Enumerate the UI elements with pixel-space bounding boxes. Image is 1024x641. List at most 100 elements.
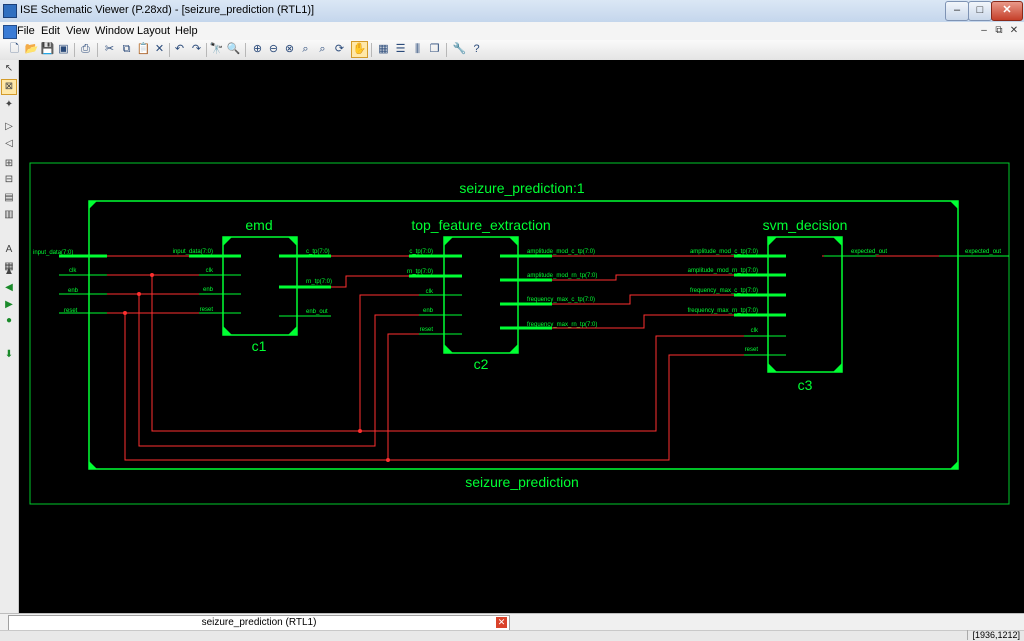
tile-icon[interactable]: ▦ — [378, 43, 389, 55]
view-object-icon[interactable]: ▥ — [4, 209, 14, 220]
tile-horizontal-icon[interactable]: ☰ — [395, 43, 406, 55]
delete-icon[interactable]: ✕ — [154, 43, 165, 55]
block-title: svm_decision — [763, 217, 848, 233]
add-pin-icon[interactable]: ⊟ — [4, 174, 14, 185]
new-icon[interactable]: 🗋 — [10, 43, 19, 55]
mdi-minimize-button[interactable]: – — [981, 25, 987, 36]
junction-dot — [137, 292, 141, 296]
block-svm-decision[interactable]: svm_decision c3 amplitude_mod_c_tp(7:0) … — [688, 217, 888, 393]
pin-label: amplitude_mod_c_tp(7:0) — [527, 249, 595, 255]
net-clk-to-c2[interactable] — [151, 275, 444, 432]
close-button[interactable]: ✕ — [991, 1, 1023, 21]
block-instance: c3 — [798, 377, 813, 393]
pin-label: amplitude_mod_c_tp(7:0) — [690, 249, 758, 255]
net-clk-to-c3[interactable] — [152, 335, 766, 432]
home-icon[interactable]: ● — [5, 315, 13, 326]
menu-edit[interactable]: Edit — [41, 25, 60, 37]
open-icon[interactable]: 📂 — [24, 43, 39, 55]
pin-label: enb_out — [306, 309, 328, 315]
net-amplitude-mod-rn-tp[interactable] — [518, 274, 766, 281]
refresh-icon[interactable]: ⟳ — [334, 43, 345, 55]
pan-icon[interactable]: ✋ — [351, 41, 368, 58]
toolbar-separator — [97, 43, 98, 57]
add-instance-icon[interactable]: ⊞ — [4, 158, 14, 169]
toolbar-separator — [371, 43, 372, 57]
toolbar-separator — [169, 43, 170, 57]
zoom-in-icon[interactable]: ⊕ — [252, 43, 263, 55]
schematic-canvas[interactable]: seizure_prediction:1 seizure_prediction … — [19, 60, 1024, 613]
menu-view[interactable]: View — [66, 25, 90, 37]
tile-vertical-icon[interactable]: ⫼ — [414, 43, 421, 55]
port-enb: enb — [68, 288, 79, 294]
save-all-icon[interactable]: ▣ — [58, 43, 69, 55]
label-icon[interactable]: A — [5, 244, 13, 255]
tools-icon[interactable]: 🔧 — [452, 43, 467, 55]
undo-icon[interactable]: ↶ — [174, 43, 185, 55]
toolbar-separator — [74, 43, 75, 57]
forward-icon[interactable]: ▶ — [5, 299, 13, 310]
frame-corner — [950, 461, 958, 469]
cut-icon[interactable]: ✂ — [104, 43, 115, 55]
export-icon[interactable]: ⬇ — [4, 349, 14, 360]
pin-label: frequency_max_c_tp(7:0) — [690, 288, 758, 294]
pin-label: reset — [200, 307, 214, 313]
menu-layout[interactable]: Layout — [137, 25, 171, 37]
mdi-restore-button[interactable]: ⧉ — [995, 25, 1003, 36]
pin-label: enb — [423, 308, 434, 314]
block-corner — [768, 237, 777, 246]
block-corner — [444, 344, 453, 353]
property-icon[interactable]: ▦ — [4, 261, 14, 272]
move-up-icon[interactable]: ▲ — [4, 266, 14, 277]
block-emd[interactable]: emd c1 input_data(7:0) clk enb reset c_t… — [173, 217, 332, 354]
maximize-button[interactable]: □ — [968, 1, 992, 21]
document-tab[interactable]: seizure_prediction (RTL1) ✕ — [8, 615, 510, 631]
block-top-feature-extraction[interactable]: top_feature_extraction c2 c_tp(7:0) rn_t… — [407, 217, 597, 372]
block-title: top_feature_extraction — [411, 217, 550, 233]
redo-icon[interactable]: ↷ — [191, 43, 202, 55]
pin-label: clk — [751, 328, 759, 334]
menu-file[interactable]: File — [17, 25, 35, 37]
net-enb-to-c2[interactable] — [138, 294, 444, 447]
frame-corner — [89, 201, 97, 209]
help-icon[interactable]: ? — [473, 43, 480, 55]
block-svm-decision-body — [767, 236, 843, 373]
delete-object-icon[interactable]: ▤ — [4, 192, 14, 203]
pin-label: reset — [745, 347, 759, 353]
save-icon[interactable]: 💾 — [40, 43, 55, 55]
port-clk: clk — [69, 268, 77, 274]
zoom-selection-icon[interactable]: ⌕ — [319, 43, 326, 55]
schematic-svg[interactable]: seizure_prediction:1 seizure_prediction … — [19, 60, 1024, 613]
minimize-button[interactable]: – — [945, 1, 969, 21]
back-icon[interactable]: ◀ — [5, 282, 13, 293]
block-corner — [833, 363, 842, 372]
menu-help[interactable]: Help — [175, 25, 198, 37]
zoom-area-icon[interactable]: ⌕ — [302, 43, 309, 55]
zoom-out-icon[interactable]: ⊖ — [268, 43, 279, 55]
paste-icon[interactable]: 📋 — [136, 43, 151, 55]
copy-icon[interactable]: ⧉ — [122, 43, 131, 55]
pop-out-icon[interactable]: ◁ — [5, 138, 13, 149]
zoom-full-icon[interactable]: ⊗ — [284, 43, 295, 55]
push-into-icon[interactable]: ▷ — [5, 121, 13, 132]
left-toolbar: ↖ ⊠ ✦ ▷ ◁ ⊞ ⊟ ▤ ▥ A ▦ ▲ ◀ ▶ ● ⬇ — [0, 60, 19, 613]
menu-window[interactable]: Window — [95, 25, 135, 37]
net-frequency-max-c-tp[interactable] — [518, 294, 766, 305]
mdi-close-button[interactable]: ✕ — [1009, 25, 1019, 36]
pin-label: expected_out — [851, 249, 887, 255]
print-icon[interactable]: ⎙ — [81, 43, 90, 55]
find-next-icon[interactable]: 🔍 — [226, 43, 241, 55]
junction-dot — [123, 311, 127, 315]
cascade-icon[interactable]: ❐ — [429, 43, 440, 55]
net-reset-to-c3[interactable] — [388, 354, 766, 461]
net-frequency-max-rn-tp[interactable] — [518, 314, 766, 329]
junction-dot — [386, 458, 390, 462]
block-corner — [833, 237, 842, 246]
title-bar: ISE Schematic Viewer (P.28xd) - [seizure… — [0, 0, 1024, 23]
hierarchy-icon[interactable]: ✦ — [4, 99, 14, 110]
find-icon[interactable]: 🔭 — [209, 43, 224, 55]
select-icon[interactable]: ↖ — [4, 63, 14, 74]
net-select-icon[interactable]: ⊠ — [1, 79, 17, 95]
cursor-coordinates: [1936,1212] — [967, 630, 1020, 640]
close-tab-icon[interactable]: ✕ — [496, 617, 507, 628]
junction-dot — [150, 273, 154, 277]
